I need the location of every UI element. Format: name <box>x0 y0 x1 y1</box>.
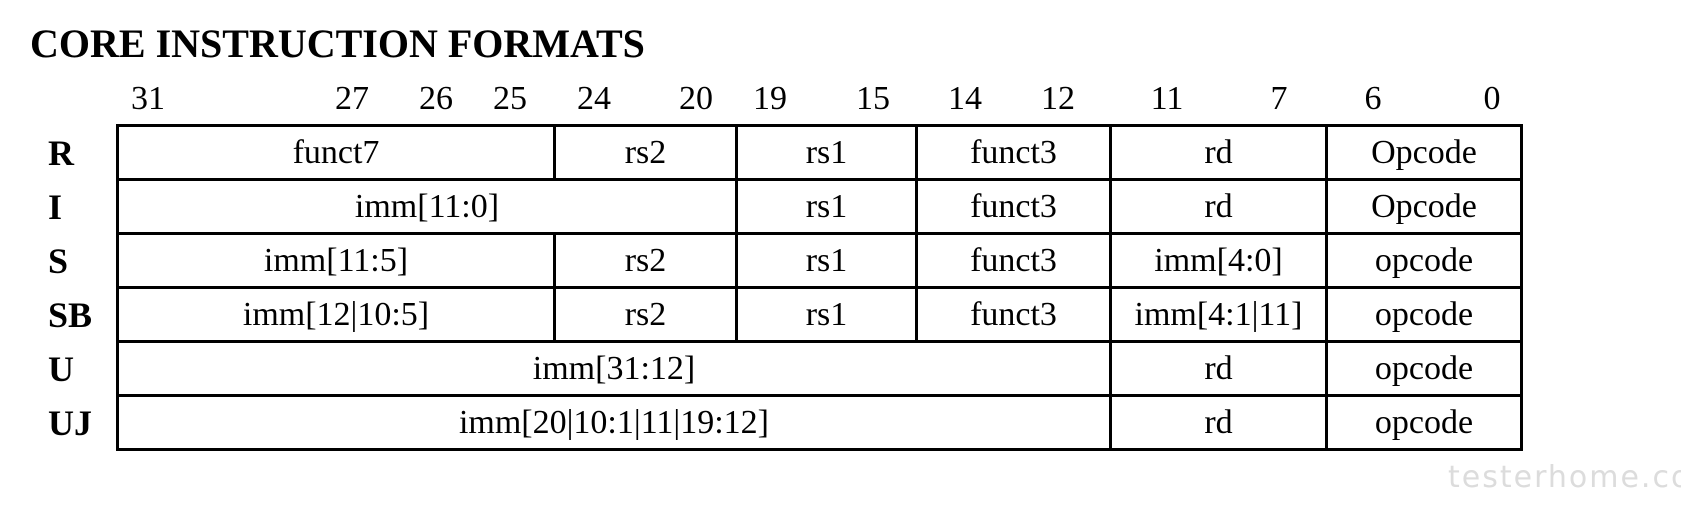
field-cell: funct3 <box>915 124 1112 181</box>
field-name: imm[4:0] <box>1154 241 1283 279</box>
bit-label-20: 20 <box>679 80 713 117</box>
field-name: rs1 <box>805 241 848 279</box>
field-cell: imm[12|10:5] <box>116 286 556 343</box>
bit-label-31: 31 <box>131 80 165 117</box>
bit-label-12: 12 <box>1041 80 1075 117</box>
field-name: opcode <box>1374 295 1474 333</box>
field-cell: funct3 <box>915 286 1112 343</box>
bit-label-26: 26 <box>419 80 453 117</box>
format-label-i: I <box>48 187 63 227</box>
field-cell: imm[20|10:1|11|19:12] <box>116 394 1112 451</box>
field-name: rd <box>1204 403 1233 441</box>
field-name: imm[31:12] <box>532 349 696 387</box>
field-cell: rs1 <box>735 124 918 181</box>
bit-label-7: 7 <box>1270 80 1288 117</box>
bit-label-19: 19 <box>753 80 787 117</box>
field-cell: imm[31:12] <box>116 340 1112 397</box>
field-name: funct3 <box>970 133 1057 171</box>
format-label-sb: SB <box>48 295 93 335</box>
bit-label-24: 24 <box>577 80 611 117</box>
field-cell: imm[11:0] <box>116 178 738 235</box>
bit-label-25: 25 <box>493 80 527 117</box>
field-name: rs1 <box>805 187 848 225</box>
field-name: rs1 <box>805 133 848 171</box>
field-cell: funct7 <box>116 124 556 181</box>
field-cell: Opcode <box>1325 178 1523 235</box>
field-cell: funct3 <box>915 178 1112 235</box>
field-cell: rs1 <box>735 286 918 343</box>
field-cell: funct3 <box>915 232 1112 289</box>
field-cell: rs1 <box>735 178 918 235</box>
field-name: funct7 <box>292 133 380 171</box>
bit-label-14: 14 <box>948 80 982 117</box>
field-name: rs2 <box>624 295 667 333</box>
field-cell: rs1 <box>735 232 918 289</box>
field-cell: opcode <box>1325 286 1523 343</box>
bit-label-27: 27 <box>335 80 369 117</box>
field-name: imm[4:1|11] <box>1134 295 1303 333</box>
field-name: opcode <box>1374 241 1474 279</box>
field-cell: rd <box>1109 178 1328 235</box>
field-cell: opcode <box>1325 232 1523 289</box>
field-name: rs2 <box>624 133 667 171</box>
watermark: testerhome.com <box>1448 460 1681 495</box>
format-label-r: R <box>48 133 74 173</box>
field-name: rd <box>1204 133 1233 171</box>
field-name: imm[20|10:1|11|19:12] <box>458 403 770 441</box>
format-label-s: S <box>48 241 69 281</box>
field-cell: opcode <box>1325 394 1523 451</box>
diagram-title: CORE INSTRUCTION FORMATS <box>30 21 645 66</box>
field-name: funct3 <box>970 187 1057 225</box>
field-name: imm[12|10:5] <box>242 295 430 333</box>
field-cell: rs2 <box>553 124 738 181</box>
field-cell: rs2 <box>553 232 738 289</box>
field-name: funct3 <box>970 295 1057 333</box>
field-cell: Opcode <box>1325 124 1523 181</box>
bit-position-header: 31 27 26 25 24 20 19 15 14 12 11 7 6 0 <box>0 0 1681 130</box>
field-cell: rd <box>1109 124 1328 181</box>
field-cell: rs2 <box>553 286 738 343</box>
field-name: Opcode <box>1371 133 1477 171</box>
format-label-u: U <box>48 349 74 389</box>
field-name: imm[11:0] <box>354 187 500 225</box>
bit-label-0: 0 <box>1483 80 1501 117</box>
bit-label-11: 11 <box>1150 80 1184 117</box>
field-cell: rd <box>1109 340 1328 397</box>
field-cell: rd <box>1109 394 1328 451</box>
field-cell: imm[4:1|11] <box>1109 286 1328 343</box>
field-name: opcode <box>1374 403 1474 441</box>
format-label-uj: UJ <box>48 403 92 443</box>
field-cell: opcode <box>1325 340 1523 397</box>
field-name: imm[11:5] <box>263 241 409 279</box>
field-name: rd <box>1204 349 1233 387</box>
bit-label-15: 15 <box>856 80 890 117</box>
bit-label-6: 6 <box>1364 80 1382 117</box>
field-name: rs1 <box>805 295 848 333</box>
field-name: funct3 <box>970 241 1057 279</box>
field-name: rd <box>1204 187 1233 225</box>
field-cell: imm[11:5] <box>116 232 556 289</box>
field-name: Opcode <box>1371 187 1477 225</box>
field-cell: imm[4:0] <box>1109 232 1328 289</box>
field-name: rs2 <box>624 241 667 279</box>
field-name: opcode <box>1374 349 1474 387</box>
